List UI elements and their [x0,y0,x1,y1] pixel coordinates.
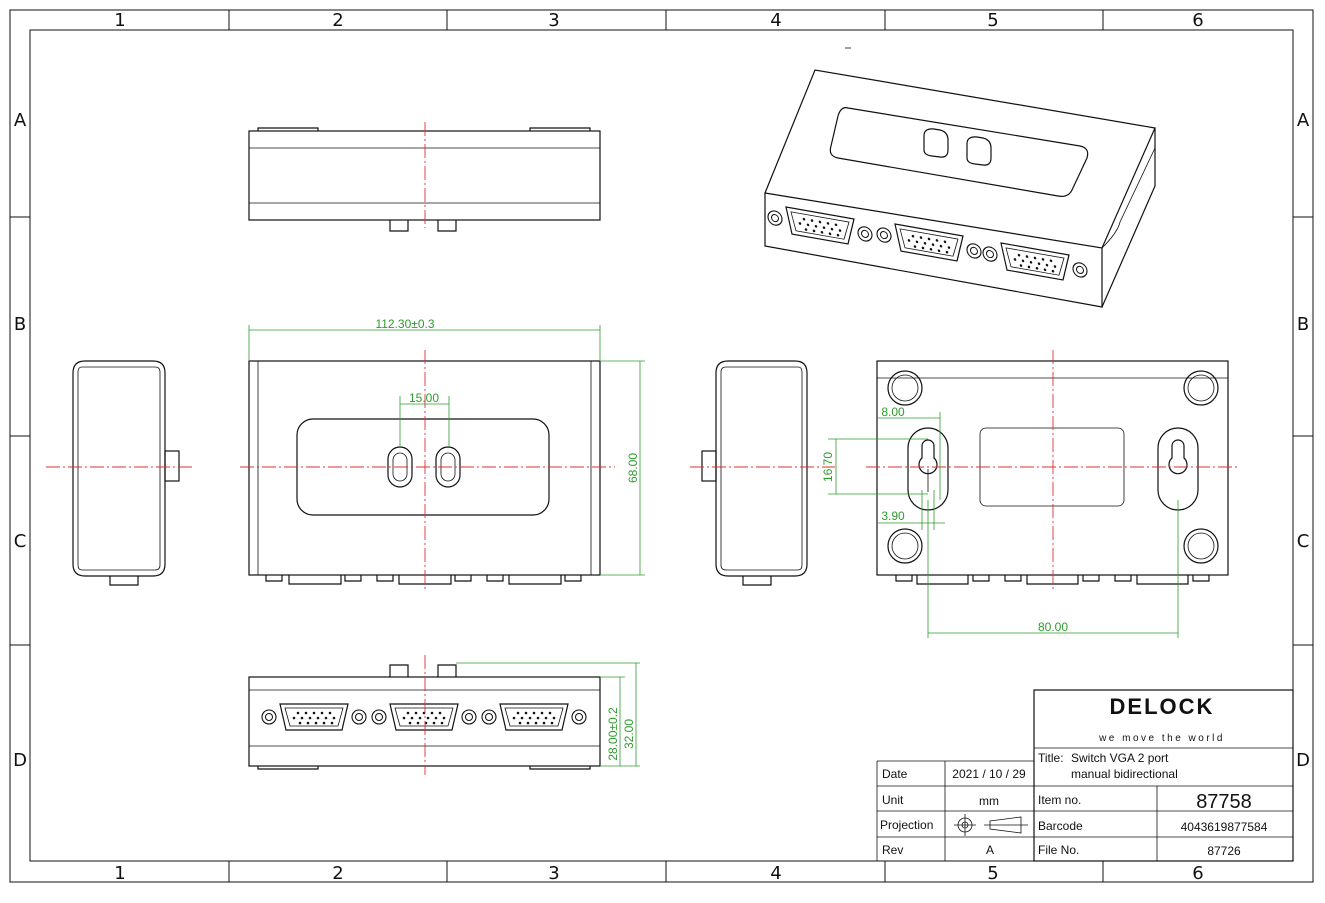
zone-row-left-c: C [14,531,27,552]
vga-port-1 [261,703,367,731]
title-block: DELOCK we move the world Title: Switch V… [876,689,1294,862]
zone-col-bottom-2: 2 [332,863,343,884]
dim-slot-length: 16.70 [821,452,835,482]
zone-row-right-d: D [1296,750,1310,771]
zone-labels: 1 2 3 4 5 6 1 2 3 4 5 6 A B C D A B C D [13,10,1310,884]
date-label: Date [882,767,908,781]
dim-width: 112.30±0.3 [375,317,434,331]
rear-view [248,655,601,775]
zone-row-right-b: B [1297,314,1309,335]
dim-height: 68.00 [626,453,640,483]
zone-row-left-b: B [14,314,26,335]
left-side-view [46,360,195,586]
zone-row-right-a: A [1297,110,1310,131]
front-view [240,350,615,590]
zone-col-bottom-6: 6 [1192,863,1203,884]
zone-col-top-6: 6 [1192,10,1203,31]
projection-symbol-icon [954,814,1028,836]
top-view [248,122,601,232]
bottom-view-dimensions: 8.00 16.70 3.90 80.00 [821,405,1179,638]
vga-port-3 [481,703,587,731]
delock-logo: DELOCK we move the world [1098,694,1225,744]
file-label: File No. [1038,843,1079,857]
item-label: Item no. [1038,793,1081,807]
zone-col-top-3: 3 [548,10,559,31]
outer-frame [9,9,1314,883]
title-line-1: Switch VGA 2 port [1071,751,1169,765]
right-side-view [690,360,835,586]
item-value: 87758 [1196,791,1252,813]
barcode-label: Barcode [1038,819,1083,833]
front-view-dimensions: 112.30±0.3 15.00 68.00 [248,317,645,576]
unit-label: Unit [882,793,904,807]
title-line-2: manual bidirectional [1071,767,1178,781]
zone-col-bottom-3: 3 [548,863,559,884]
zone-row-left-a: A [14,110,27,131]
barcode-value: 4043619877584 [1181,820,1268,834]
vga-port-2 [371,703,477,731]
dim-slot-spacing: 80.00 [1038,620,1068,634]
zone-dividers [10,10,1313,882]
dim-total-height: 32.00 [622,719,636,749]
zone-col-top-4: 4 [770,10,781,31]
rev-label: Rev [882,843,903,857]
date-value: 2021 / 10 / 29 [952,767,1026,781]
dim-body-height: 28.00±0.2 [606,707,620,761]
dim-button-spacing: 15.00 [409,391,439,405]
zone-col-bottom-1: 1 [114,863,125,884]
projection-label: Projection [880,818,933,832]
zone-row-right-c: C [1297,531,1310,552]
unit-value: mm [979,794,999,808]
dim-slot-width: 3.90 [881,509,905,523]
zone-row-left-d: D [13,750,27,771]
zone-col-top-1: 1 [114,10,125,31]
rev-value: A [986,843,994,857]
brand-tagline: we move the world [1098,733,1225,744]
inner-frame [29,29,1294,862]
rear-view-dimensions: 28.00±0.2 32.00 [456,662,640,767]
isometric-view [764,47,1156,308]
zone-col-bottom-5: 5 [987,863,998,884]
title-label: Title: [1038,751,1064,765]
zone-col-top-2: 2 [332,10,343,31]
bottom-view [866,350,1240,590]
zone-col-top-5: 5 [987,10,998,31]
brand-name: DELOCK [1110,694,1215,719]
zone-col-bottom-4: 4 [770,863,781,884]
dim-slot-offset: 8.00 [881,405,905,419]
file-value: 87726 [1207,844,1241,858]
